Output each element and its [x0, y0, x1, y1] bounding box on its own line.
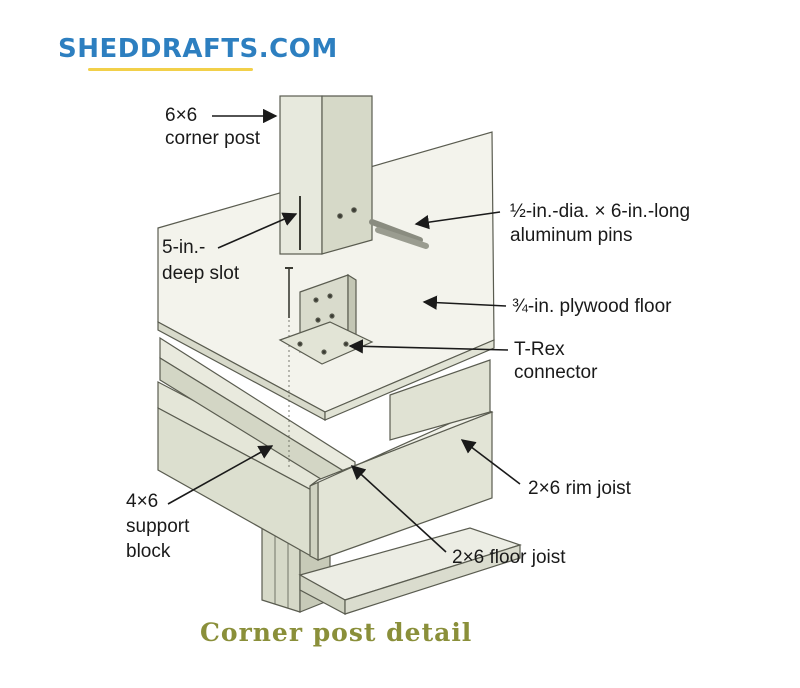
arrow-rim-joist	[460, 439, 521, 485]
arrow-trex	[348, 339, 509, 354]
label-rim-joist: 2×6 rim joist	[528, 478, 631, 499]
floor-frame	[157, 336, 494, 561]
label-floor-joist: 2×6 floor joist	[452, 547, 566, 568]
label-corner-post: corner post	[165, 128, 261, 149]
label-support-line3: block	[126, 541, 171, 562]
trex-connector	[278, 273, 374, 365]
plywood-floor	[157, 131, 495, 422]
label-trex-line2: connector	[514, 362, 598, 383]
label-trex-line1: T-Rex	[514, 339, 565, 360]
arrow-pins	[414, 211, 501, 230]
label-corner-post-size: 6×6	[165, 105, 198, 126]
label-support-line1: 4×6	[126, 491, 159, 512]
figure-caption: Corner post detail	[200, 618, 473, 647]
arrow-plywood	[422, 295, 507, 310]
label-slot-line1: 5-in.-	[162, 237, 206, 258]
logo-underline	[88, 68, 253, 71]
arrow-floor-joist	[350, 465, 447, 553]
aluminum-pins	[369, 219, 429, 249]
base-pad	[298, 527, 522, 615]
label-slot-line2: deep slot	[162, 263, 240, 284]
arrow-support	[167, 445, 274, 505]
leader-lines	[167, 108, 521, 553]
arrow-slot	[217, 212, 298, 249]
label-plywood-floor: ¾-in. plywood floor	[512, 296, 672, 317]
label-pins-line1: ½-in.-dia. × 6-in.-long	[510, 201, 691, 222]
label-support-line2: support	[126, 516, 190, 537]
corner-post	[279, 95, 373, 255]
label-pins-line2: aluminum pins	[510, 225, 633, 246]
site-logo: SHEDDRAFTS.COM	[58, 34, 338, 64]
